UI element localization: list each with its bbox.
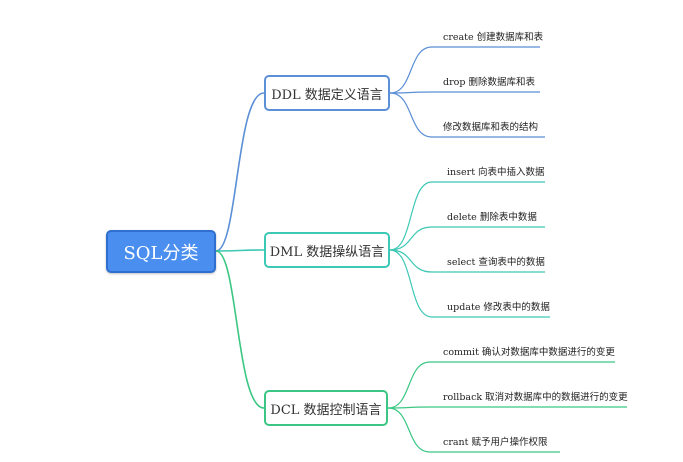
dml-item-update[interactable]: update 修改表中的数据 (447, 302, 550, 313)
dml-item-insert[interactable]: insert 向表中插入数据 (447, 167, 545, 178)
dcl-item-commit[interactable]: commit 确认对数据库中数据进行的变更 (443, 347, 615, 358)
ddl-item-alter[interactable]: 修改数据库和表的结构 (443, 122, 539, 133)
root-node[interactable]: SQL分类 (106, 230, 216, 273)
ddl-branch-lines (389, 46, 545, 138)
ddl-item-drop[interactable]: drop 删除数据库和表 (443, 77, 535, 88)
root-to-dml-connector (215, 249, 265, 252)
dcl-item-grant[interactable]: crant 赋予用户操作权限 (443, 437, 548, 448)
dml-item-delete[interactable]: delete 删除表中数据 (447, 212, 537, 223)
dcl-item-rollback[interactable]: rollback 取消对数据库中的数据进行的变更 (443, 392, 628, 403)
root-to-ddl-connector (215, 92, 265, 252)
dcl-node[interactable]: DCL 数据控制语言 (264, 390, 388, 426)
dml-item-select[interactable]: select 查询表中的数据 (447, 257, 545, 268)
dml-branch-lines (389, 181, 550, 318)
dml-node[interactable]: DML 数据操纵语言 (264, 232, 390, 268)
dcl-branch-lines (387, 361, 627, 453)
ddl-item-create[interactable]: create 创建数据库和表 (443, 32, 544, 43)
root-to-dcl-connector (215, 250, 265, 409)
ddl-node[interactable]: DDL 数据定义语言 (264, 75, 390, 111)
